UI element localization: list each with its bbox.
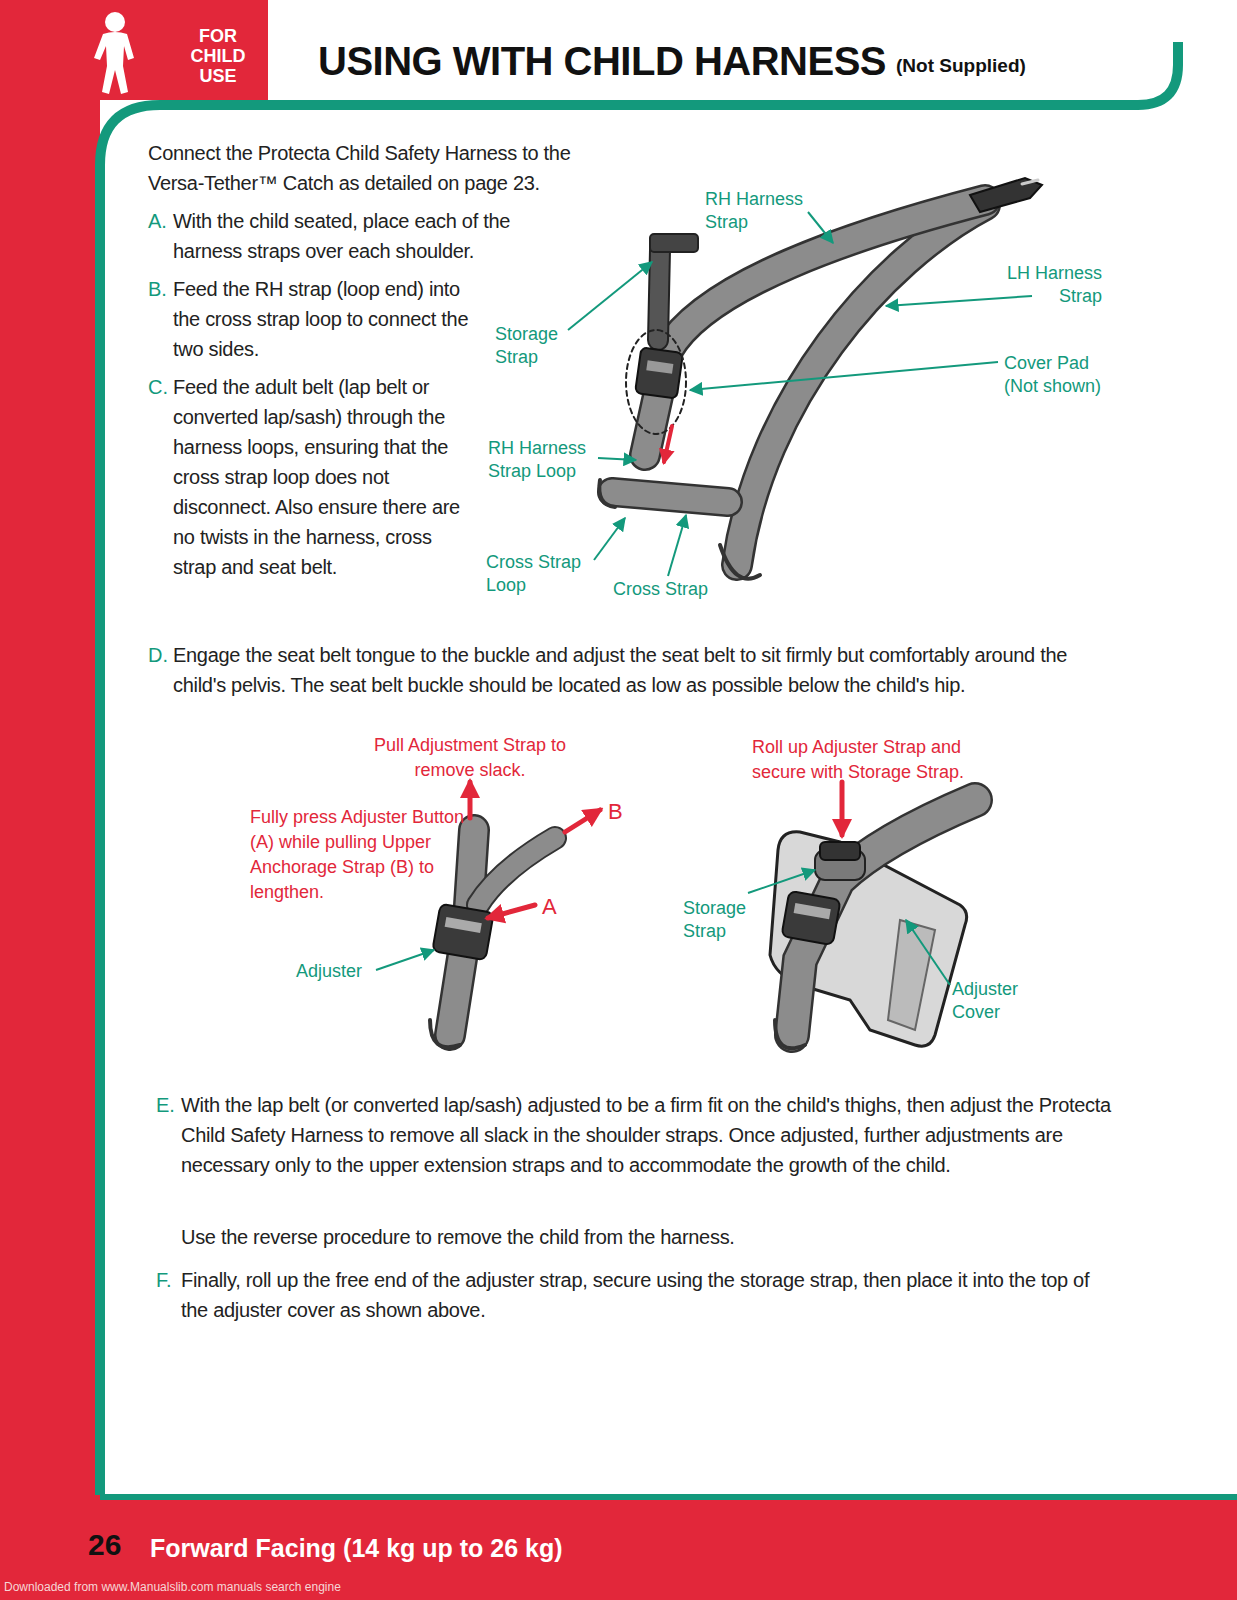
part-label: RH Harness Strap: [705, 188, 815, 234]
intro-text: Connect the Protecta Child Safety Harnes…: [148, 138, 598, 198]
part-label: Adjuster: [296, 960, 376, 983]
content-panel: [100, 105, 1237, 1495]
adjuster-illustration-right: [770, 782, 975, 1048]
part-label: Cross Strap Loop: [486, 551, 596, 597]
step-text: Feed the RH strap (loop end) into the cr…: [173, 274, 483, 364]
page-number: 26: [88, 1528, 148, 1562]
step-letter: B.: [148, 274, 172, 304]
step-letter: F.: [156, 1265, 180, 1295]
panel-border: [100, 42, 1178, 1495]
callout-letter: B: [608, 800, 632, 824]
step-letter: E.: [156, 1090, 180, 1120]
harness-illustration: [599, 178, 1042, 579]
instruction-note: Fully press Adjuster Button (A) while pu…: [250, 805, 468, 905]
watermark: Downloaded from www.Manualslib.com manua…: [4, 1580, 341, 1594]
part-label: Adjuster Cover: [952, 978, 1042, 1024]
part-label: Cover Pad (Not shown): [1004, 352, 1124, 398]
bottom-rule: [100, 1494, 1237, 1500]
step-text: Finally, roll up the free end of the adj…: [181, 1265, 1111, 1325]
part-label: LH Harness Strap: [975, 262, 1102, 308]
leader-lines: [376, 212, 1032, 985]
step-text: Use the reverse procedure to remove the …: [181, 1222, 1111, 1252]
step-text: With the lap belt (or converted lap/sash…: [181, 1090, 1111, 1180]
step-text: Engage the seat belt tongue to the buckl…: [173, 640, 1103, 700]
section-tag: FOR CHILD USE: [176, 26, 260, 86]
bottom-band: [0, 1500, 1237, 1600]
part-label: Cross Strap: [613, 578, 723, 601]
title-note: (Not Supplied): [896, 54, 1026, 78]
section-footer: Forward Facing (14 kg up to 26 kg): [150, 1533, 563, 1563]
part-label: Storage Strap: [495, 323, 575, 369]
part-label: RH Harness Strap Loop: [488, 437, 598, 483]
step-text: Feed the adult belt (lap belt or convert…: [173, 372, 473, 582]
left-band: [0, 0, 100, 1600]
page-title: USING WITH CHILD HARNESS: [318, 38, 886, 84]
step-letter: A.: [148, 206, 172, 236]
step-letter: D.: [148, 640, 172, 670]
part-label: Storage Strap: [683, 897, 753, 943]
instruction-note: Pull Adjustment Strap to remove slack.: [355, 733, 585, 783]
callout-letter: A: [542, 895, 566, 919]
step-letter: C.: [148, 372, 172, 402]
instruction-note: Roll up Adjuster Strap and secure with S…: [752, 735, 992, 785]
step-text: With the child seated, place each of the…: [173, 206, 583, 266]
child-icon: [94, 12, 134, 94]
header-block: [0, 0, 268, 100]
